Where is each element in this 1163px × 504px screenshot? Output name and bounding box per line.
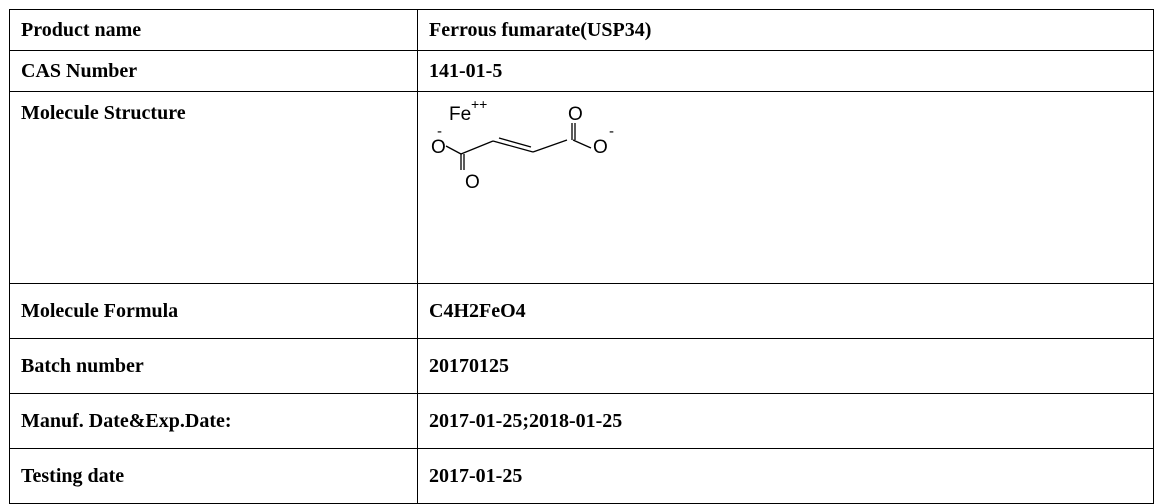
structure-o-right: O bbox=[593, 137, 608, 158]
row-batch-number: Batch number 20170125 bbox=[9, 338, 1154, 394]
structure-o-left: O bbox=[431, 137, 446, 158]
label-product-name: Product name bbox=[9, 9, 418, 51]
value-manuf-exp-date: 2017-01-25;2018-01-25 bbox=[417, 393, 1154, 449]
value-batch-number: 20170125 bbox=[417, 338, 1154, 394]
structure-o-top: O bbox=[568, 104, 583, 125]
row-testing-date: Testing date 2017-01-25 bbox=[9, 448, 1154, 504]
label-manuf-exp-date: Manuf. Date&Exp.Date: bbox=[9, 393, 418, 449]
structure-o-left-charge: - bbox=[437, 123, 442, 140]
value-cas-number: 141-01-5 bbox=[417, 50, 1154, 92]
molecule-structure-diagram: Fe ++ O - O O O - bbox=[431, 96, 614, 193]
row-molecule-structure: Molecule Structure Fe ++ O - O O O - bbox=[9, 91, 1154, 284]
structure-fe-atom: Fe bbox=[449, 104, 471, 125]
structure-bonds bbox=[445, 123, 592, 170]
value-testing-date: 2017-01-25 bbox=[417, 448, 1154, 504]
label-cas-number: CAS Number bbox=[9, 50, 418, 92]
value-product-name: Ferrous fumarate(USP34) bbox=[417, 9, 1154, 51]
specification-table: Product name Ferrous fumarate(USP34) CAS… bbox=[9, 9, 1154, 504]
value-molecule-formula: C4H2FeO4 bbox=[417, 283, 1154, 339]
structure-fe-charge: ++ bbox=[471, 96, 487, 112]
structure-o-right-charge: - bbox=[609, 123, 614, 140]
label-testing-date: Testing date bbox=[9, 448, 418, 504]
label-molecule-formula: Molecule Formula bbox=[9, 283, 418, 339]
row-manuf-exp-date: Manuf. Date&Exp.Date: 2017-01-25;2018-01… bbox=[9, 393, 1154, 449]
row-cas-number: CAS Number 141-01-5 bbox=[9, 50, 1154, 92]
row-molecule-formula: Molecule Formula C4H2FeO4 bbox=[9, 283, 1154, 339]
label-molecule-structure: Molecule Structure bbox=[9, 91, 418, 284]
structure-o-bottom: O bbox=[465, 172, 480, 193]
label-batch-number: Batch number bbox=[9, 338, 418, 394]
row-product-name: Product name Ferrous fumarate(USP34) bbox=[9, 9, 1154, 51]
value-molecule-structure: Fe ++ O - O O O - bbox=[417, 91, 1154, 284]
